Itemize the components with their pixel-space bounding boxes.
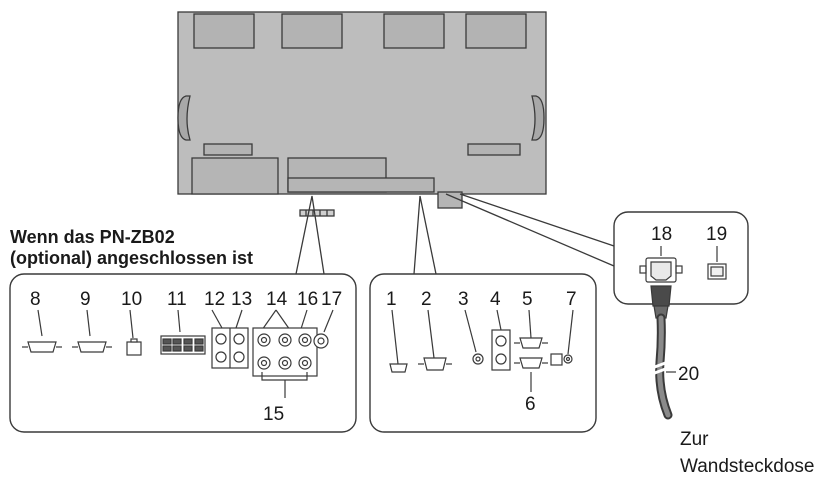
right-slot (467, 143, 521, 156)
right-callout-line (413, 195, 437, 275)
left-slot (203, 143, 253, 156)
label-15: 15 (263, 404, 284, 425)
audio-jack-7 (563, 354, 573, 364)
leader-5 (528, 309, 532, 339)
dsub-connector-8 (22, 341, 62, 353)
power-switch-19 (707, 263, 727, 280)
leader-3 (464, 309, 477, 353)
plug-body (650, 285, 672, 307)
label-9: 9 (80, 289, 91, 310)
leader-8 (37, 309, 43, 337)
label-4: 4 (490, 289, 501, 310)
callout-lines (295, 193, 615, 275)
ac-inlet-18 (639, 257, 683, 283)
power-terminal-area (437, 191, 463, 209)
label-16: 16 (297, 289, 318, 310)
terminal-block-11 (160, 335, 206, 355)
label-12: 12 (204, 289, 225, 310)
leader-9 (86, 309, 91, 337)
hdmi-port-1 (389, 363, 408, 373)
leader-11 (177, 309, 181, 333)
destination-line-2: Wandsteckdose (680, 456, 814, 477)
left-terminal-area (191, 157, 279, 195)
top-vent-4 (465, 13, 527, 49)
option-board-connector (299, 209, 335, 217)
right-panel: 1 2 3 4 5 7 6 (369, 273, 597, 433)
label-5: 5 (522, 289, 533, 310)
top-vent-1 (193, 13, 255, 49)
destination-line-1: Zur (680, 429, 709, 450)
leader-13 (235, 309, 243, 329)
label-7: 7 (566, 289, 577, 310)
left-handle (177, 95, 191, 141)
leader-1 (391, 309, 399, 365)
lan-port-10 (126, 338, 142, 356)
label-2: 2 (421, 289, 432, 310)
dsub-port-5 (514, 337, 548, 349)
leader-7 (567, 309, 574, 355)
label-14: 14 (266, 289, 288, 310)
label-1: 1 (386, 289, 397, 310)
right-panel-frame (369, 273, 597, 433)
power-cord (650, 285, 676, 420)
top-vent-2 (281, 13, 343, 49)
dsub-connector-9 (72, 341, 112, 353)
top-vent-3 (383, 13, 445, 49)
right-handle (531, 95, 545, 141)
rca-pair-12-13 (211, 327, 249, 369)
label-6: 6 (525, 394, 536, 415)
audio-jack-17 (313, 333, 329, 349)
audio-jack-3 (472, 353, 484, 365)
dsub-port-2 (418, 357, 452, 371)
center-terminal-strip (287, 177, 435, 193)
label-3: 3 (458, 289, 469, 310)
rca-group-14-15-16 (252, 327, 318, 398)
left-callout-line (295, 195, 325, 275)
plug-strain-relief (653, 305, 669, 319)
cord-break-mark (651, 360, 669, 376)
label-19: 19 (706, 224, 727, 245)
leader-2 (427, 309, 435, 359)
power-callout-line-2 (459, 193, 615, 247)
power-callout-line (445, 193, 615, 267)
label-10: 10 (121, 289, 142, 310)
leader-14b (275, 309, 291, 331)
power-panel-frame (613, 211, 749, 305)
power-panel: 18 19 (613, 211, 749, 305)
label-11: 11 (167, 289, 187, 310)
label-20: 20 (678, 364, 699, 385)
leader-10 (129, 309, 134, 339)
cord-inner (657, 315, 671, 418)
leader-12 (211, 309, 223, 329)
label-13: 13 (231, 289, 252, 310)
leader-4 (496, 309, 502, 331)
leader-17 (323, 309, 334, 333)
label-18: 18 (651, 224, 672, 245)
rca-pair-4 (491, 329, 511, 371)
square-port (550, 353, 563, 366)
leader-14a (261, 309, 277, 331)
label-17: 17 (321, 289, 342, 310)
label-8: 8 (30, 289, 41, 310)
left-panel: Wenn das PN-ZB02 (optional) angeschlosse… (9, 227, 357, 433)
monitor-rear (177, 11, 547, 217)
heading-line-1: Wenn das PN-ZB02 (10, 227, 175, 247)
heading-line-2: (optional) angeschlossen ist (10, 248, 253, 268)
dsub-port-6 (514, 357, 548, 369)
